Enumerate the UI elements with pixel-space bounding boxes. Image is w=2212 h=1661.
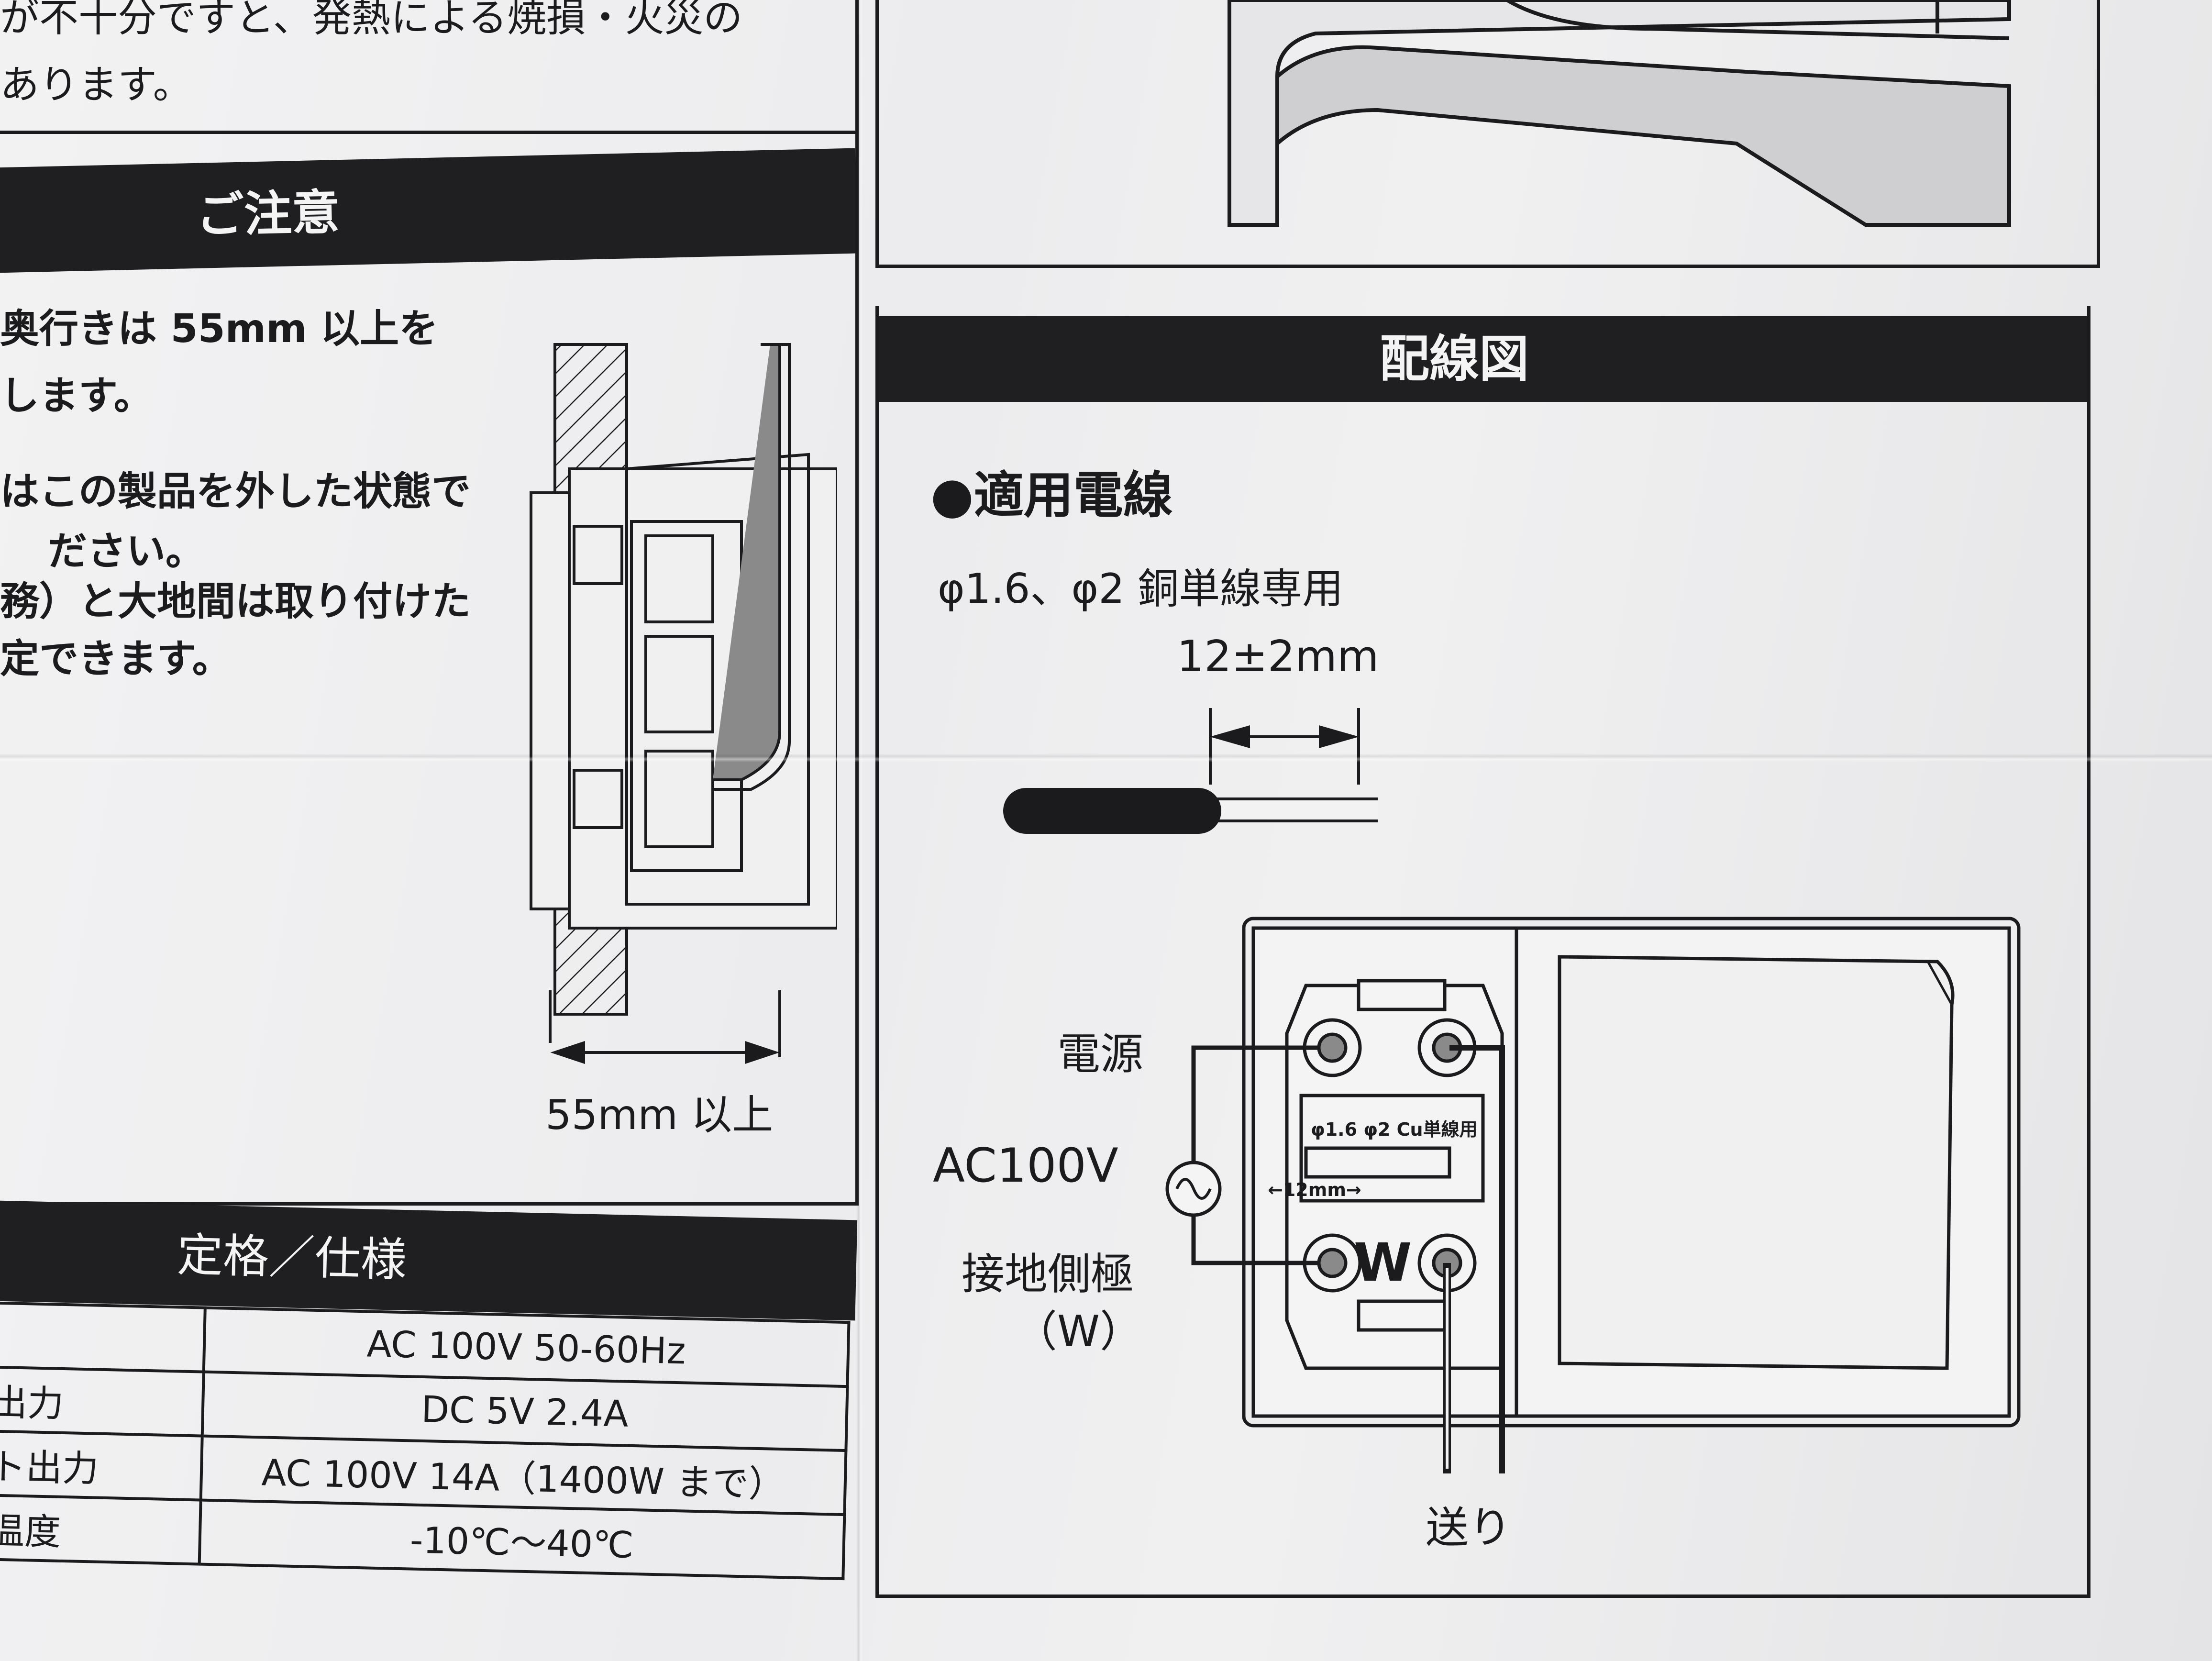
outlet-wiring-diagram [1165,917,2021,1473]
outlet-cross-section-diagram [530,343,837,1064]
spec-key: 出力 [0,1367,204,1436]
depth-label: 55mm 以上 [545,1091,774,1139]
warning-line-1: が不十分ですと、発熱による焼損・火災の [0,0,743,41]
warning-box [0,0,859,134]
notice-line-1: 奥行きは 55mm 以上を [0,306,439,352]
paper-fold-horizontal [0,753,2212,762]
warning-line-2: あります。 [0,62,192,108]
wiring-title: 配線図 [1379,330,1529,388]
spec-title: 定格／仕様 [176,1228,408,1287]
outlet-small-length: ←12mm→ [1268,1179,1361,1200]
spec-key: ト出力 [0,1430,202,1500]
wiring-box [875,306,2090,1598]
notice-line-3: はこの製品を外した状態で [0,469,471,514]
spec-key: 温度 [0,1495,201,1564]
paper-fold-vertical [856,0,863,1661]
label-ground-pole-w: （W） [1014,1307,1143,1357]
spec-table: AC 100V 50-60Hz 出力 DC 5V 2.4A ト出力 AC 100… [0,1301,851,1580]
spec-key [0,1303,205,1372]
label-feed: 送り [1426,1503,1512,1553]
wire-heading: ●適用電線 [930,466,1173,524]
label-voltage: AC100V [933,1139,1118,1193]
notice-line-4: ださい。 [48,529,205,574]
label-ground-pole: 接地側極 [962,1249,1134,1299]
wire-spec: φ1.6、φ2 銅単線専用 [938,565,1344,613]
outlet-small-spec: φ1.6 φ2 Cu単線用 [1311,1119,1478,1140]
label-power: 電源 [1057,1029,1143,1079]
top-illustration-box [875,0,2100,268]
notice-line-5: 務）と大地間は取り付けた [0,579,471,624]
notice-box-border [0,134,859,1206]
spec-title-bar: 定格／仕様 [0,1200,858,1321]
notice-line-6: 定できます。 [0,636,232,682]
stripped-wire-diagram [1003,708,1378,834]
wiring-title-bar: 配線図 [875,316,2090,402]
outlet-letter-w: W [1354,1232,1412,1293]
notice-line-2: します。 [0,373,153,419]
top-illustration [1228,0,2011,227]
strip-length-label: 12±2mm [1177,631,1379,682]
